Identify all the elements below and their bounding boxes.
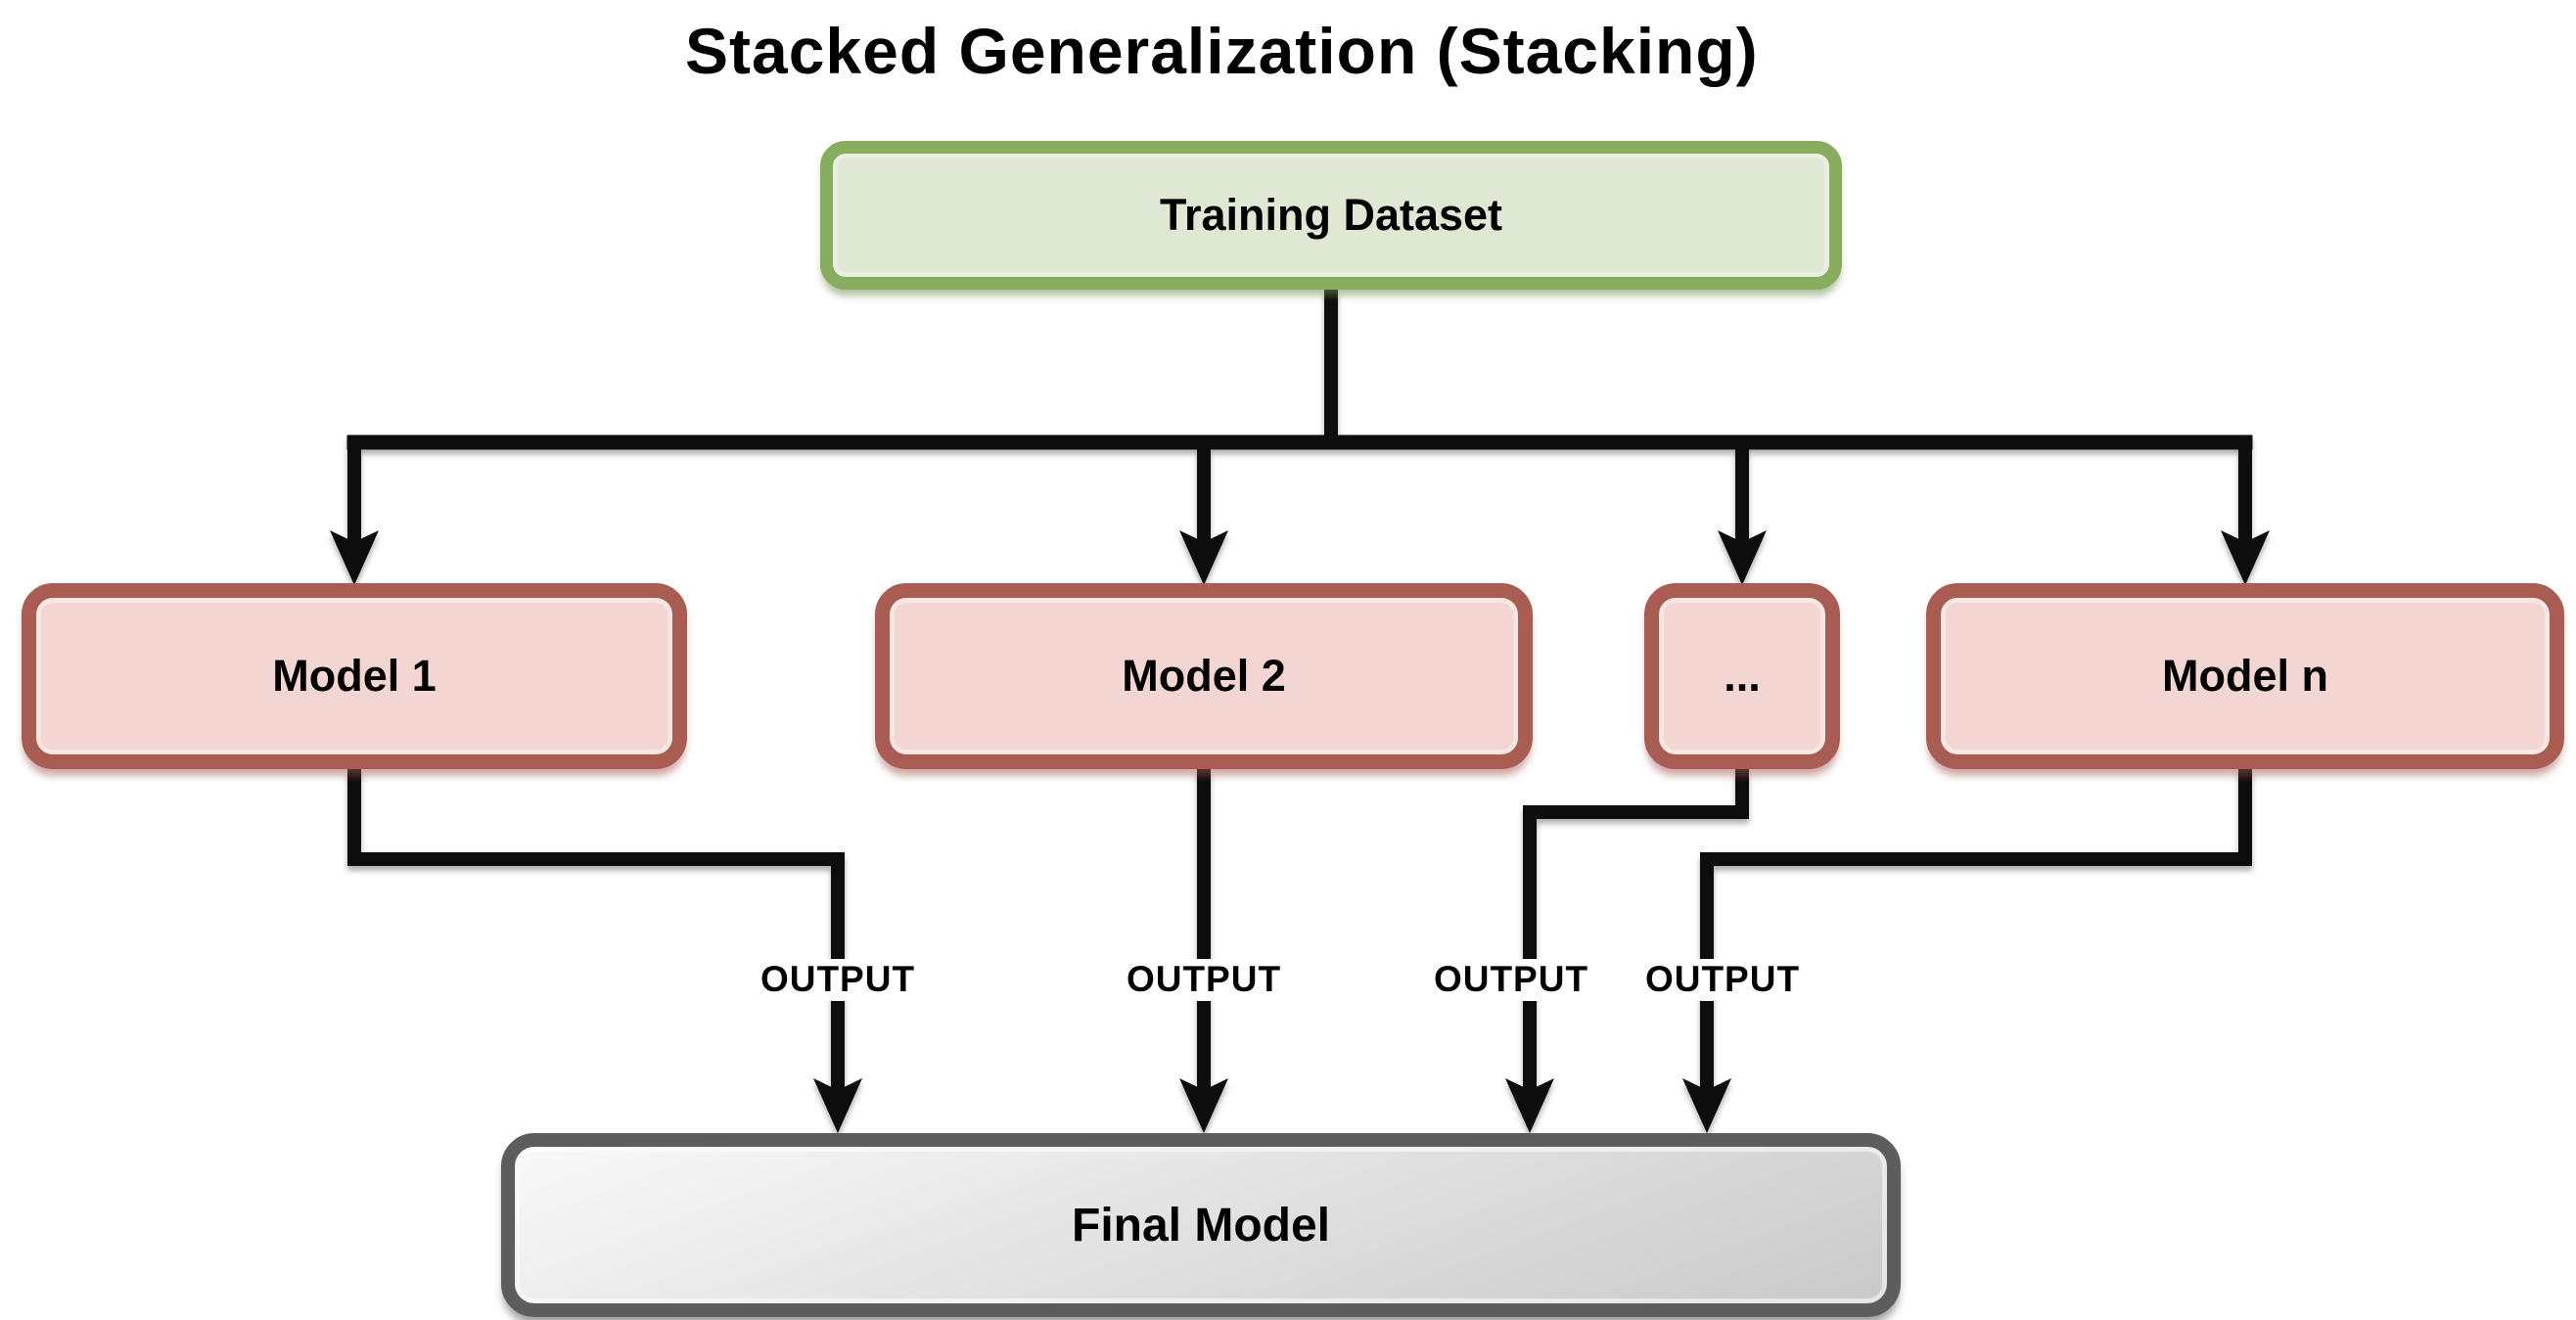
training-dataset-label: Training Dataset <box>1159 190 1503 240</box>
model-n-label: Model n <box>2162 651 2328 701</box>
arrowhead-output-2 <box>1179 1078 1228 1133</box>
model-1-box: Model 1 <box>22 583 687 769</box>
output-label-4: OUTPUT <box>1638 959 1807 1001</box>
edge-model-1-output-line <box>347 769 845 1090</box>
diagram-title: Stacked Generalization (Stacking) <box>685 15 1759 87</box>
arrowhead-output-1 <box>813 1078 862 1133</box>
final-model-box: Final Model <box>501 1133 1901 1317</box>
arrowhead-into-model-1 <box>330 530 379 585</box>
model-1-label: Model 1 <box>272 651 437 701</box>
arrowhead-into-model-ellipsis <box>1718 530 1767 585</box>
arrowhead-into-model-n <box>2221 530 2270 585</box>
final-model-label: Final Model <box>1072 1199 1330 1252</box>
arrowhead-output-4 <box>1682 1078 1731 1133</box>
model-ellipsis-box: ... <box>1644 583 1840 769</box>
edge-model-ellipsis-output-line <box>1523 769 1749 1090</box>
model-2-box: Model 2 <box>875 583 1533 769</box>
training-dataset-box: Training Dataset <box>820 141 1842 290</box>
output-label-2: OUTPUT <box>1120 959 1288 1001</box>
model-ellipsis-label: ... <box>1724 651 1761 701</box>
output-label-3: OUTPUT <box>1427 959 1595 1001</box>
arrowhead-output-3 <box>1505 1078 1554 1133</box>
arrowhead-into-model-2 <box>1179 530 1228 585</box>
model-n-box: Model n <box>1926 583 2564 769</box>
model-2-label: Model 2 <box>1122 651 1286 701</box>
output-label-1: OUTPUT <box>754 959 922 1001</box>
edge-model-n-output-line <box>1700 769 2252 1090</box>
